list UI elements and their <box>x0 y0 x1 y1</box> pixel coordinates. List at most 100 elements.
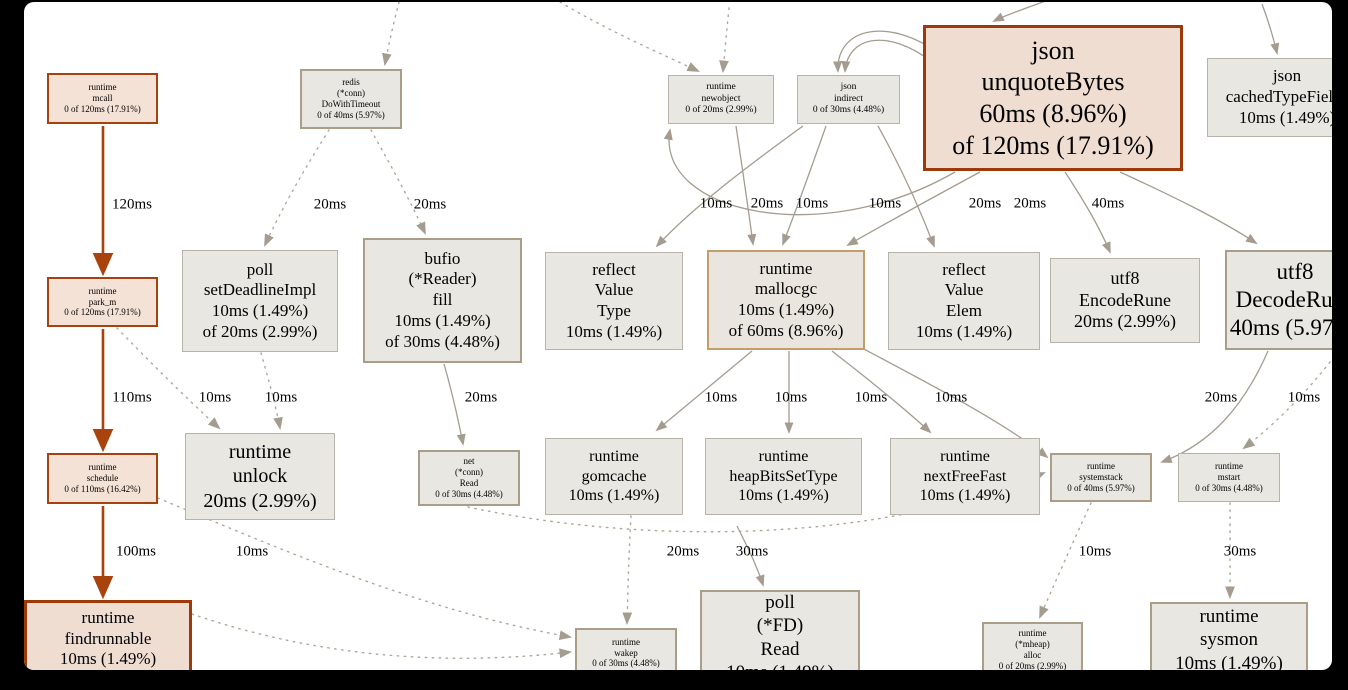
node-label-line: unquoteBytes <box>981 67 1125 97</box>
call-edge <box>382 2 400 67</box>
edge-weight-label: 10ms <box>1078 543 1112 560</box>
node-label-line: 10ms (1.49%) <box>1175 652 1283 670</box>
call-edge <box>655 125 804 248</box>
node-utf8-DecodeRune[interactable]: utf8DecodeRune40ms (5.97%) <box>1225 250 1332 350</box>
node-label-line: of 60ms (8.96%) <box>728 320 844 340</box>
node-label-line: utf8 <box>1110 267 1140 288</box>
edge-weight-label: 10ms <box>774 389 808 406</box>
node-label-line: of 20ms (2.99%) <box>202 321 318 341</box>
node-label-line: sysmon <box>1199 629 1259 651</box>
node-label-line: cachedTypeFields <box>1225 87 1332 107</box>
call-edge <box>559 2 700 72</box>
node-label-line: 10ms (1.49%) <box>915 321 1013 341</box>
edge-weight-label: 20ms <box>1204 389 1238 406</box>
node-label-line: bufio <box>424 248 461 268</box>
node-label-line: 10ms (1.49%) <box>919 487 1011 505</box>
node-label-line: json <box>840 82 857 93</box>
node-label-line: 0 of 120ms (17.91%) <box>64 103 141 114</box>
edge-weight-label: 20ms <box>968 195 1002 212</box>
call-edge <box>782 125 827 246</box>
node-label-line: schedule <box>86 473 119 484</box>
node-label-line: 0 of 30ms (4.48%) <box>592 658 660 669</box>
node-label-line: park_m <box>88 296 117 307</box>
node-label-line: gomcache <box>581 467 647 485</box>
node-poll-FD-Read[interactable]: poll(*FD)Read10ms (1.49%) <box>700 590 860 670</box>
node-label-line: 60ms (8.96%) <box>979 99 1127 128</box>
edge-weight-label: 20ms <box>464 389 498 406</box>
node-label-line: (*conn) <box>455 467 483 478</box>
edge-weight-label: 10ms <box>198 389 232 406</box>
node-label-line: poll <box>246 259 274 279</box>
node-label-line: 0 of 30ms (4.48%) <box>812 105 885 116</box>
node-label-line: 10ms (1.49%) <box>59 649 157 669</box>
node-label-line: net <box>463 456 475 467</box>
edge-weight-label: 20ms <box>666 543 700 560</box>
node-label-line: wakep <box>614 647 638 658</box>
node-label-line: 0 of 30ms (4.48%) <box>1195 482 1263 493</box>
node-label-line: runtime <box>81 607 135 627</box>
node-label-line: runtime <box>88 82 117 93</box>
node-label-line: (*conn) <box>337 88 365 99</box>
call-edge <box>264 129 330 247</box>
node-label-line: (*FD) <box>756 615 804 637</box>
node-label-line: (*mheap) <box>1015 639 1050 650</box>
node-label-line: runtime <box>228 440 292 463</box>
edge-weight-label: 10ms <box>699 195 733 212</box>
node-label-line: runtime <box>1199 606 1259 628</box>
edge-weight-label: 30ms <box>735 543 769 560</box>
call-edge <box>1160 350 1269 463</box>
edge-weight-label: 10ms <box>934 389 968 406</box>
node-label-line: 40ms (5.97%) <box>1229 315 1332 341</box>
edge-weight-label: 20ms <box>413 196 447 213</box>
call-edge <box>1261 3 1280 55</box>
node-label-line: 0 of 40ms (5.97%) <box>1067 482 1135 493</box>
node-label-line: Value <box>594 280 634 300</box>
node-label-line: fill <box>432 290 453 310</box>
node-label-line: 0 of 120ms (17.91%) <box>64 307 141 318</box>
node-label-line: runtime <box>940 448 990 466</box>
edge-weight-label: 20ms <box>750 195 784 212</box>
node-label-line: findrunnable <box>64 628 152 648</box>
node-label-line: mcall <box>92 93 113 104</box>
call-edge <box>1119 171 1258 245</box>
node-json-cachedTypeFields[interactable]: jsoncachedTypeFields10ms (1.49%) <box>1207 58 1332 137</box>
node-label-line: runtime <box>1087 461 1115 472</box>
node-label-line: indirect <box>833 93 863 104</box>
node-label-line: 10ms (1.49%) <box>738 487 829 505</box>
node-label-line: runtime <box>1215 461 1243 472</box>
node-label-line: 10ms (1.49%) <box>1238 107 1332 127</box>
node-label-line: json <box>1031 35 1075 65</box>
node-label-line: 10ms (1.49%) <box>726 661 834 670</box>
node-label-line: runtime <box>589 448 639 466</box>
node-label-line: 20ms (2.99%) <box>203 489 317 512</box>
node-label-line: redis <box>342 77 360 88</box>
node-label-line: runtime <box>612 636 640 647</box>
node-label-line: Type <box>597 301 631 320</box>
